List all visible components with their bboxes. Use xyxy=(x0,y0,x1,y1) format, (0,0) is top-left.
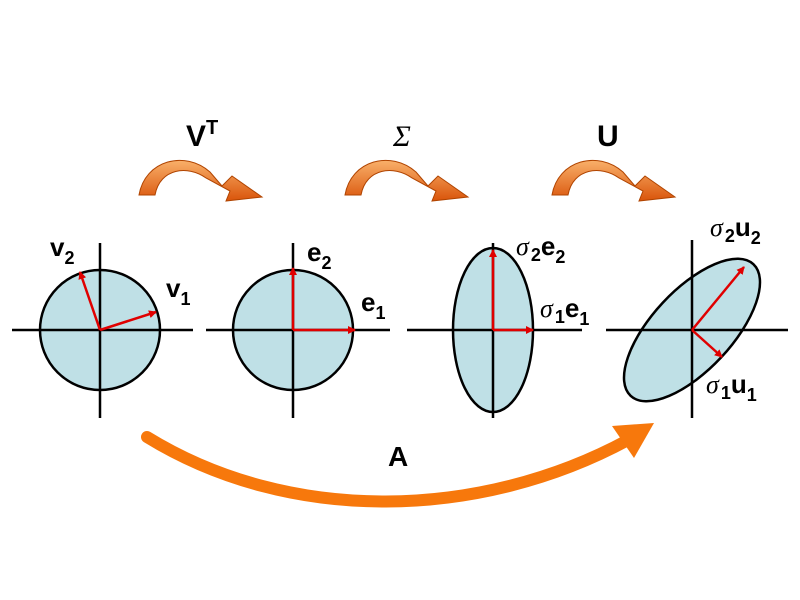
operator-vt-label: VT xyxy=(186,117,218,153)
operator-sigma-label: Σ xyxy=(392,120,411,153)
label-e2: e2 xyxy=(307,237,331,273)
curved-arrow-icon-vt xyxy=(138,159,264,202)
big-arrow-a-icon xyxy=(141,423,654,508)
operator-a-label: A xyxy=(388,441,408,472)
panel-rotated-circle: e2 e1 xyxy=(206,237,390,418)
vector-sigma2-u2 xyxy=(691,266,745,331)
label-e1: e1 xyxy=(361,287,385,323)
vector-v1 xyxy=(99,310,157,332)
vector-sigma1-u1 xyxy=(691,329,723,358)
label-v2: v2 xyxy=(50,232,74,268)
operator-u-label: U xyxy=(597,120,619,153)
label-v1: v1 xyxy=(166,273,190,309)
curved-arrow-icon-sigma xyxy=(344,159,470,202)
vector-v2 xyxy=(78,271,102,331)
panel-input-circle: v2 v1 xyxy=(12,232,193,418)
curved-arrow-icon-u xyxy=(551,159,677,202)
